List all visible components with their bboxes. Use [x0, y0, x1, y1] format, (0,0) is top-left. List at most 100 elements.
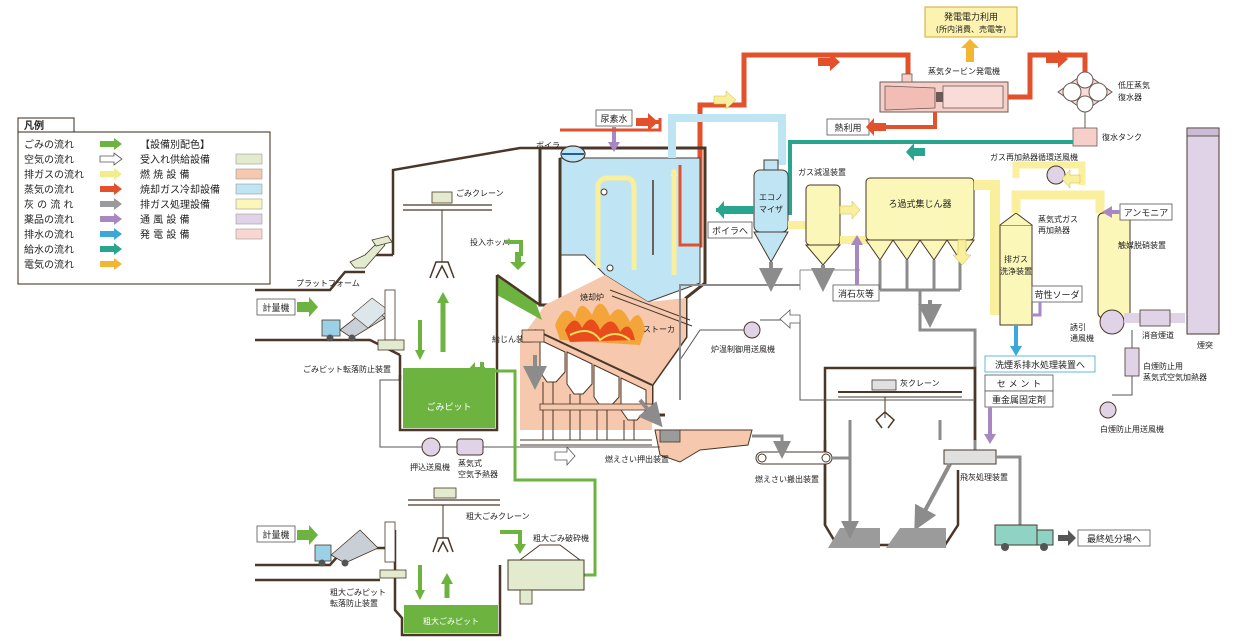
refuse-pit-label: ごみピット — [426, 401, 471, 413]
gas-duct-light-blue — [668, 114, 786, 165]
legend-flow-label: 蒸気の流れ — [24, 183, 74, 196]
furnace-temp-fan — [743, 321, 761, 339]
silencer-label: 消音煙道 — [1142, 330, 1174, 340]
air-preheater-label-2: 空気予熱器 — [458, 469, 498, 479]
chimney-label: 煙突 — [1197, 340, 1213, 350]
heat-use-pipe — [886, 112, 937, 129]
condensate-tank-label: 復水タンク — [1102, 132, 1142, 142]
weighbridge-label: 計量機 — [262, 302, 289, 314]
bulky-crane-label: 粗大ごみクレーン — [466, 511, 530, 521]
legend-equipment-label: 発 電 設 備 — [140, 228, 190, 241]
refuse-pit — [403, 368, 495, 428]
platform-label: プラットフォーム — [296, 279, 360, 288]
antiwhite-label-2: 蒸気式空気加熱器 — [1143, 372, 1207, 382]
power-use-label: 発電電力利用 — [944, 11, 998, 23]
pit-guard-label: ごみピット転落防止装置 — [303, 364, 391, 374]
bag-filter — [865, 177, 975, 292]
legend-color-swatch — [235, 228, 263, 240]
denox-reactor — [1097, 212, 1131, 319]
legend-flow-arrow-icon — [100, 243, 122, 255]
stoker-label: ストーカ — [643, 325, 675, 334]
fly-ash-plant — [943, 449, 997, 465]
boiler-label: ボイラ — [536, 141, 560, 150]
bulky-guard-label-2: 転落防止装置 — [330, 598, 378, 608]
legend-equipment-label: 燃 焼 設 備 — [140, 168, 190, 181]
economizer-label-2: マイザ — [759, 205, 783, 214]
ash-conveyor-label: 燃えさい搬出装置 — [755, 474, 819, 484]
air-ducts-under-grate — [520, 382, 652, 446]
bulky-waste-area: 粗大ごみピット 粗大ごみクレーン 粗大ごみ破砕機 — [393, 487, 589, 637]
heat-use-label: 熱利用 — [834, 122, 861, 134]
legend-color-swatch — [235, 183, 263, 195]
ash-crane-label: 灰クレーン — [900, 378, 940, 388]
ash-pit — [828, 528, 880, 548]
legend-equipment-label: 焼却ガス冷却設備 — [140, 183, 220, 196]
legend-equipment-title: 【設備別配色】 — [140, 138, 210, 151]
economizer-label-1: エコノ — [759, 193, 783, 202]
steam-reheater-label-2: 再加熱器 — [1038, 225, 1070, 235]
electric-arrow-up — [961, 39, 979, 62]
scrubber — [999, 212, 1033, 326]
scrubber-label-2: 洗浄装置 — [1000, 266, 1032, 276]
idf-label-2: 通風機 — [1070, 333, 1094, 343]
to-boiler-box — [707, 221, 753, 239]
wastewater-box — [984, 355, 1096, 373]
legend-equipment-label: 通 風 設 備 — [140, 213, 190, 226]
legend-flow-arrow-icon — [100, 168, 122, 180]
legend-flow-label: 給水の流れ — [24, 243, 74, 256]
slaked-lime-label: 消石灰等 — [838, 288, 874, 300]
to-boiler-label: ボイラへ — [712, 226, 748, 237]
ash-pusher-label: 燃えさい押出装置 — [605, 454, 669, 464]
gas-cooler — [804, 184, 842, 292]
steam-arrow-2 — [1046, 50, 1068, 68]
silencer-duct — [1139, 309, 1171, 327]
legend-equipment-label: 受入れ供給設備 — [140, 153, 210, 166]
fly-ash-pit-label: 飛灰ピット — [896, 548, 936, 558]
condenser-label-2: 復水器 — [1118, 92, 1142, 102]
legend-flow-arrow-icon — [100, 138, 122, 150]
air-preheater-label-1: 蒸気式 — [458, 458, 482, 468]
feeder-label: 給じん装置 — [492, 334, 532, 344]
bulky-truck — [314, 529, 379, 567]
legend-flow-label: 空気の流れ — [24, 153, 74, 166]
refuse-crane-label: ごみクレーン — [456, 188, 504, 198]
economizer: エコノ マイザ — [753, 159, 789, 292]
bag-filter-label: ろ過式集じん器 — [888, 198, 951, 210]
disposal-truck — [994, 524, 1054, 551]
weighbridge-label-2: 計量機 — [262, 529, 289, 541]
condenser-label-1: 低圧蒸気 — [1118, 80, 1150, 90]
furnace-fan-label: 炉温制御用送風機 — [711, 344, 775, 354]
urea-label: 尿素水 — [600, 113, 627, 125]
legend-flow-arrow-icon — [100, 183, 122, 195]
legend-box — [17, 131, 271, 285]
legend-flow-label: 薬品の流れ — [24, 213, 74, 226]
gas-reheat-fan — [1046, 165, 1066, 185]
hopper-label: 投入ホッパ — [470, 237, 510, 247]
legend-flow-label: ごみの流れ — [24, 138, 74, 151]
cement-label-1: セ メ ン ト — [997, 379, 1042, 390]
power-use-box — [924, 6, 1018, 38]
fd-fan-label: 押込送風機 — [410, 462, 450, 472]
steam-reheater-label-1: 蒸気式ガス — [1038, 214, 1078, 224]
bulky-crusher-label: 粗大ごみ破砕機 — [533, 533, 589, 543]
ammonia-label: アンモニア — [1124, 209, 1169, 219]
condensate-tank — [1072, 127, 1098, 147]
legend-flow-arrow-icon — [99, 152, 123, 166]
ash-conveyor — [755, 451, 833, 465]
turbine-label: 蒸気タービン発電機 — [928, 66, 1000, 76]
induced-draft-fan — [1099, 309, 1125, 335]
legend-color-swatch — [235, 153, 263, 165]
gas-reheat-fan-label: ガス再加熱器循環送風機 — [990, 152, 1078, 162]
caustic-box — [1031, 285, 1083, 303]
scrubber-label-1: 排ガス — [1004, 254, 1028, 264]
legend-color-swatch — [235, 213, 263, 225]
fly-ash-pit — [886, 528, 946, 548]
flames — [555, 303, 645, 345]
steam-arrow-1 — [818, 53, 840, 71]
bulky-crusher — [507, 559, 585, 591]
turbine-generator — [879, 73, 1009, 113]
heavy-metal-box — [984, 390, 1054, 408]
refuse-truck — [321, 297, 389, 342]
